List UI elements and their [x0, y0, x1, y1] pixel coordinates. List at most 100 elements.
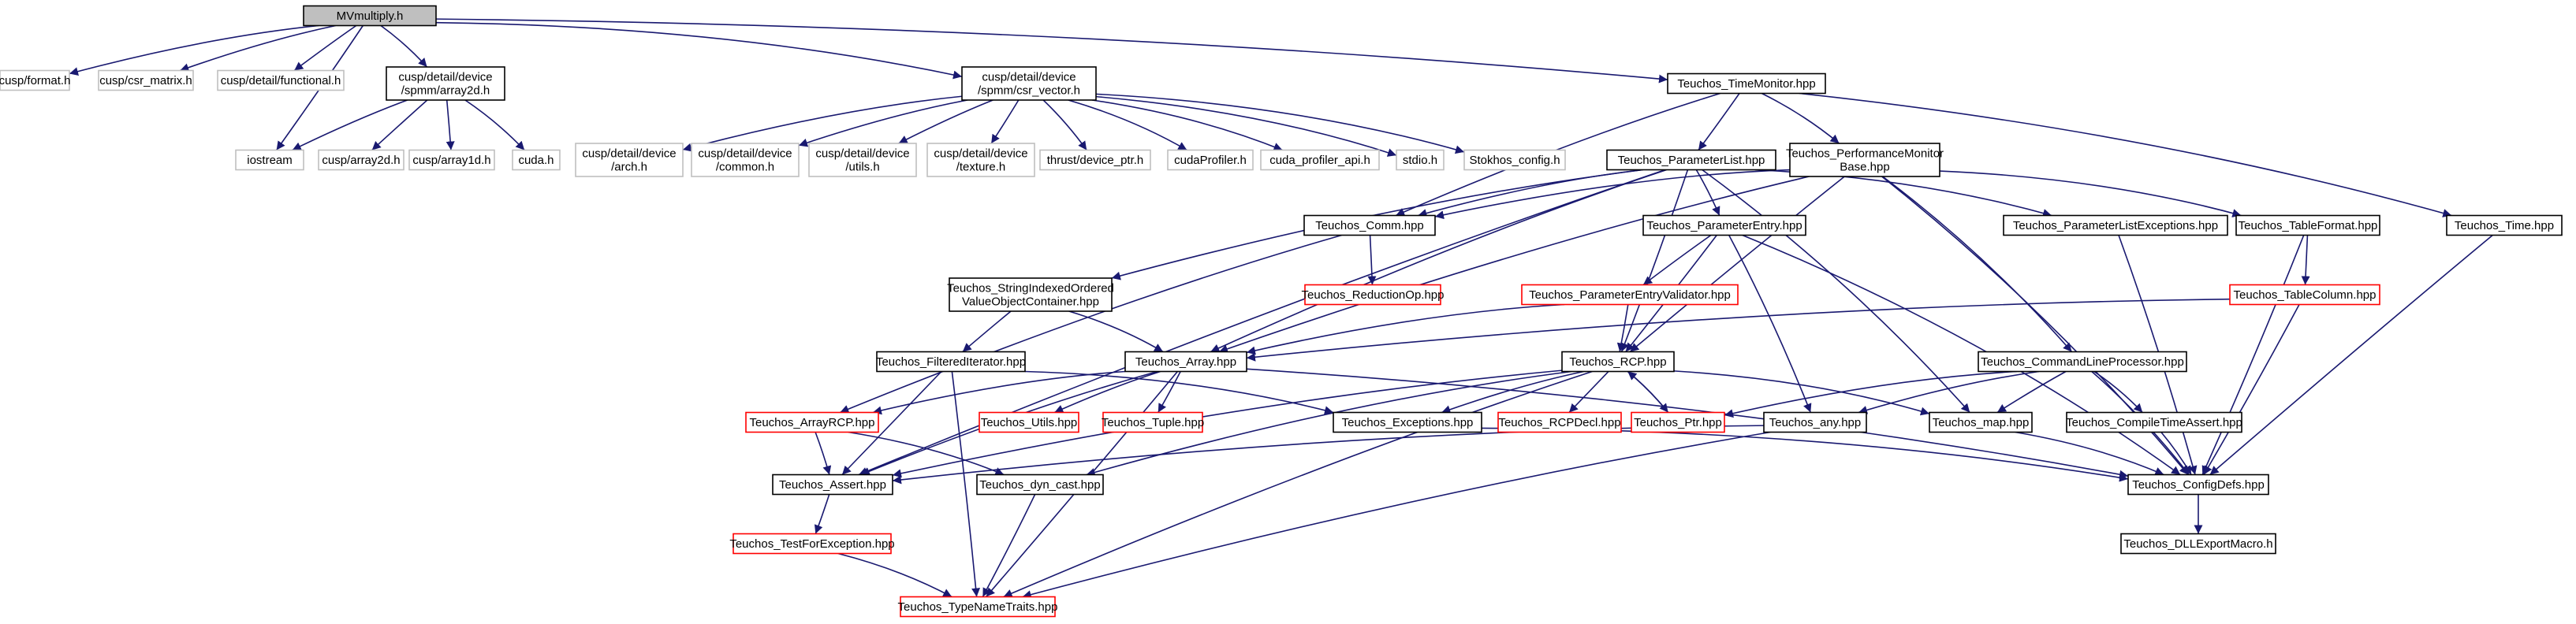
edge-cmdline-to-ptr — [1724, 370, 2017, 418]
node-map[interactable]: Teuchos_map.hpp — [1929, 411, 2033, 433]
node-box — [1304, 284, 1441, 306]
node-any[interactable]: Teuchos_any.hpp — [1763, 411, 1867, 433]
node-comm[interactable]: Teuchos_Comm.hpp — [1303, 214, 1436, 236]
node-label: Teuchos_Exceptions.hpp — [1342, 416, 1474, 429]
edge-line — [1158, 371, 1181, 413]
node-tablecolumn[interactable]: Teuchos_TableColumn.hpp — [2229, 284, 2380, 306]
edge-line — [1616, 304, 1629, 352]
node-reductionop[interactable]: Teuchos_ReductionOp.hpp — [1302, 284, 1445, 306]
node-label: Teuchos_Tuple.hpp — [1102, 416, 1204, 429]
edge-tableformat-to-configdefs — [2201, 235, 2305, 475]
edge-line — [1003, 370, 1593, 598]
node-cudaprofiler: cudaProfiler.h — [1167, 149, 1254, 171]
node-parameterlist[interactable]: Teuchos_ParameterList.hpp — [1606, 149, 1776, 171]
node-box — [808, 143, 917, 177]
node-paramentryval[interactable]: Teuchos_ParameterEntryValidator.hpp — [1521, 284, 1739, 306]
edge-line — [1246, 303, 1565, 355]
node-dyncast[interactable]: Teuchos_dyn_cast.hpp — [976, 474, 1104, 496]
edge-line — [1996, 370, 2067, 414]
node-box — [1396, 149, 1445, 171]
node-testforexc[interactable]: Teuchos_TestForException.hpp — [729, 533, 895, 555]
node-box — [408, 149, 495, 171]
edge-line — [1095, 93, 1465, 154]
edge-cusp_csr_vector-to-stokhos_config — [1095, 93, 1465, 154]
node-teuchos_time[interactable]: Teuchos_Time.hpp — [2446, 214, 2563, 236]
node-ptr[interactable]: Teuchos_Ptr.hpp — [1631, 411, 1725, 433]
node-box — [318, 149, 404, 171]
node-box — [575, 143, 684, 177]
node-timemonitor[interactable]: Teuchos_TimeMonitor.hpp — [1667, 72, 1826, 95]
edge-line — [1068, 310, 1164, 353]
edge-line — [1728, 235, 1812, 413]
node-label: /spmm/array2d.h — [401, 84, 490, 98]
node-configdefs[interactable]: Teuchos_ConfigDefs.hpp — [2127, 474, 2269, 496]
edge-line — [1095, 95, 1397, 157]
node-rcpdecl[interactable]: Teuchos_RCPDecl.hpp — [1497, 411, 1622, 433]
node-filterediter[interactable]: Teuchos_FilteredIterator.hpp — [876, 351, 1026, 373]
node-box — [303, 5, 437, 27]
edge-line — [2015, 431, 2164, 476]
node-assert[interactable]: Teuchos_Assert.hpp — [772, 474, 893, 496]
node-cusp_array1d: cusp/array1d.h — [408, 149, 495, 171]
edge-filterediter-to-exceptions — [1024, 370, 1334, 415]
node-cuda_profiler_api: cuda_profiler_api.h — [1260, 149, 1380, 171]
edge-line — [1068, 99, 1187, 151]
edge-rcp-to-typenametraits — [1003, 370, 1593, 598]
node-exceptions[interactable]: Teuchos_Exceptions.hpp — [1333, 411, 1482, 433]
edge-line — [2160, 431, 2192, 475]
node-label: Teuchos_CommandLineProcessor.hpp — [1981, 355, 2184, 369]
node-box — [1763, 411, 1867, 433]
node-cusp_csr_vector[interactable]: cusp/detail/device/spmm/csr_vector.h — [961, 66, 1097, 101]
node-utils[interactable]: Teuchos_Utils.hpp — [979, 411, 1079, 433]
edge-line — [982, 494, 1036, 597]
node-box — [1260, 149, 1380, 171]
node-box — [772, 474, 893, 496]
node-paramlistexc[interactable]: Teuchos_ParameterListExceptions.hpp — [2003, 214, 2228, 236]
node-dev_arch: cusp/detail/device/arch.h — [575, 143, 684, 177]
node-label: Teuchos_ConfigDefs.hpp — [2132, 478, 2265, 492]
node-cusp_array2d: cusp/array2d.h — [318, 149, 404, 171]
node-label: Teuchos_ParameterEntry.hpp — [1646, 219, 1802, 232]
node-strindexed[interactable]: Teuchos_StringIndexedOrderedValueObjectC… — [947, 277, 1114, 312]
node-label: Teuchos_any.hpp — [1769, 416, 1861, 429]
node-label: Teuchos_Array.hpp — [1135, 355, 1236, 369]
node-rcp[interactable]: Teuchos_RCP.hpp — [1561, 351, 1675, 373]
node-typenametraits[interactable]: Teuchos_TypeNameTraits.hpp — [898, 596, 1058, 618]
node-box — [1978, 351, 2187, 373]
node-label: iostream — [247, 154, 293, 167]
edge-perfmonitor-to-tableformat — [1939, 170, 2242, 217]
edge-perfmonitor-to-rcp — [1629, 176, 1845, 353]
node-paramentry[interactable]: Teuchos_ParameterEntry.hpp — [1642, 214, 1806, 236]
node-cusp_array2d_dev[interactable]: cusp/detail/device/spmm/array2d.h — [386, 66, 505, 101]
node-dllexport[interactable]: Teuchos_DLLExportMacro.h — [2120, 533, 2276, 555]
edge-tablecolumn-to-configdefs — [2203, 304, 2300, 475]
edge-line — [1695, 169, 1720, 216]
edge-mvmultiply-to-cusp_functional — [293, 24, 357, 72]
node-mvmultiply[interactable]: MVmultiply.h — [303, 5, 437, 27]
node-box — [876, 351, 1026, 373]
edge-line — [837, 552, 952, 598]
node-label: /common.h — [716, 161, 774, 174]
node-array[interactable]: Teuchos_Array.hpp — [1124, 351, 1247, 373]
node-label: Teuchos_dyn_cast.hpp — [979, 478, 1100, 492]
node-tuple[interactable]: Teuchos_Tuple.hpp — [1102, 411, 1204, 433]
edge-parameterlist-to-comm — [1418, 169, 1643, 217]
node-arrayrcp[interactable]: Teuchos_ArrayRCP.hpp — [745, 411, 879, 433]
edge-line — [1246, 368, 2129, 479]
node-box — [900, 596, 1056, 618]
edge-cmdline-to-compiletimeassert — [2093, 370, 2143, 414]
edge-mvmultiply-to-cusp_format — [69, 24, 319, 76]
node-tableformat[interactable]: Teuchos_TableFormat.hpp — [2235, 214, 2380, 236]
node-compiletimeassert[interactable]: Teuchos_CompileTimeAssert.hpp — [2066, 411, 2242, 433]
edge-line — [1799, 92, 2452, 217]
edge-line — [1627, 370, 1669, 414]
node-box — [1789, 143, 1940, 177]
edge-rcp-to-rcpdecl — [1568, 370, 1609, 414]
edge-ptr-to-rcp — [1627, 370, 1669, 414]
node-cusp_format: cusp/format.h — [0, 69, 70, 91]
edge-paramentry-to-any — [1728, 235, 1812, 413]
node-box — [2127, 474, 2269, 496]
edge-line — [951, 371, 981, 597]
node-cmdline[interactable]: Teuchos_CommandLineProcessor.hpp — [1978, 351, 2187, 373]
